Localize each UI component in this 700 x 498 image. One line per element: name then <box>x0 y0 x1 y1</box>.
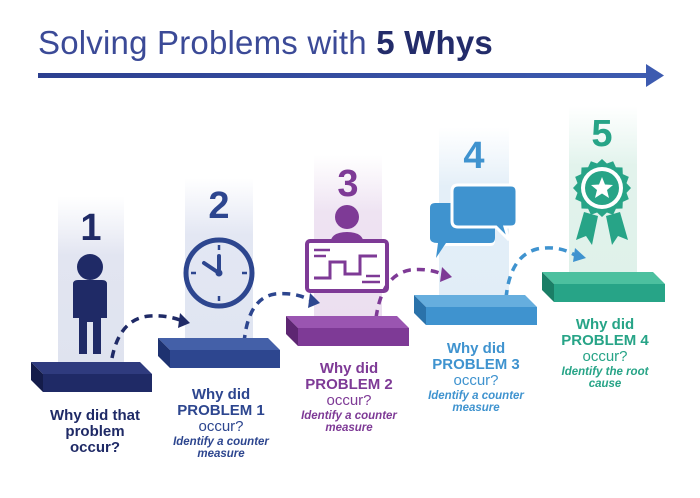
step5-number: 5 <box>591 113 612 155</box>
step2-note: Identify a counter measure <box>173 436 269 461</box>
step2-q3: occur? <box>198 417 244 435</box>
step4-note: Identify a counter measure <box>428 390 524 415</box>
step4-caption: Why did PROBLEM 3 occur? Identify a coun… <box>411 340 541 415</box>
clock-icon <box>183 237 255 309</box>
step1-number: 1 <box>80 207 101 249</box>
step4-q2: PROBLEM 3 <box>432 355 520 373</box>
step4-q1: Why did <box>446 340 506 357</box>
step2-q2: PROBLEM 1 <box>177 401 265 419</box>
step5-q3: occur? <box>582 347 628 365</box>
step5-note: Identify the root cause <box>561 366 649 391</box>
step3-q1: Why did <box>319 360 379 377</box>
page-title: Solving Problems with 5 Whys <box>38 24 493 62</box>
step5-caption: Why did PROBLEM 4 occur? Identify the ro… <box>540 316 670 391</box>
step5-q2: PROBLEM 4 <box>561 331 649 349</box>
step3-q3: occur? <box>326 391 372 409</box>
title-lead: Solving Problems with <box>38 24 367 61</box>
step3-number: 3 <box>337 163 358 205</box>
step2-caption: Why did PROBLEM 1 occur? Identify a coun… <box>156 386 286 461</box>
step1-q2: problem <box>65 422 125 440</box>
step4-q3: occur? <box>453 371 499 389</box>
step5-platform <box>542 272 665 302</box>
step3-q2: PROBLEM 2 <box>305 375 393 393</box>
connector-arrowheads <box>178 248 586 328</box>
step1-q3: occur? <box>69 438 120 456</box>
step3-platform <box>286 316 409 346</box>
chat-bubbles-icon <box>430 183 519 258</box>
step2-platform <box>158 338 280 368</box>
step1-caption: Why did that problem occur? <box>30 408 160 455</box>
step4-number: 4 <box>463 135 484 177</box>
step5-q1: Why did <box>575 316 635 333</box>
connector-arrows <box>110 246 576 359</box>
step2-number: 2 <box>208 185 229 227</box>
step3-caption: Why did PROBLEM 2 occur? Identify a coun… <box>284 360 414 435</box>
title-emphasis: 5 Whys <box>376 24 493 61</box>
step1-platform <box>31 362 152 392</box>
step3-note: Identify a counter measure <box>301 410 397 435</box>
person-icon <box>73 254 107 354</box>
title-arrow <box>38 64 664 87</box>
step2-q1: Why did <box>191 386 251 403</box>
step4-platform <box>414 295 537 325</box>
award-ribbon-icon <box>573 159 631 245</box>
presenter-icon <box>305 205 389 293</box>
step1-q1: Why did that <box>50 407 140 424</box>
